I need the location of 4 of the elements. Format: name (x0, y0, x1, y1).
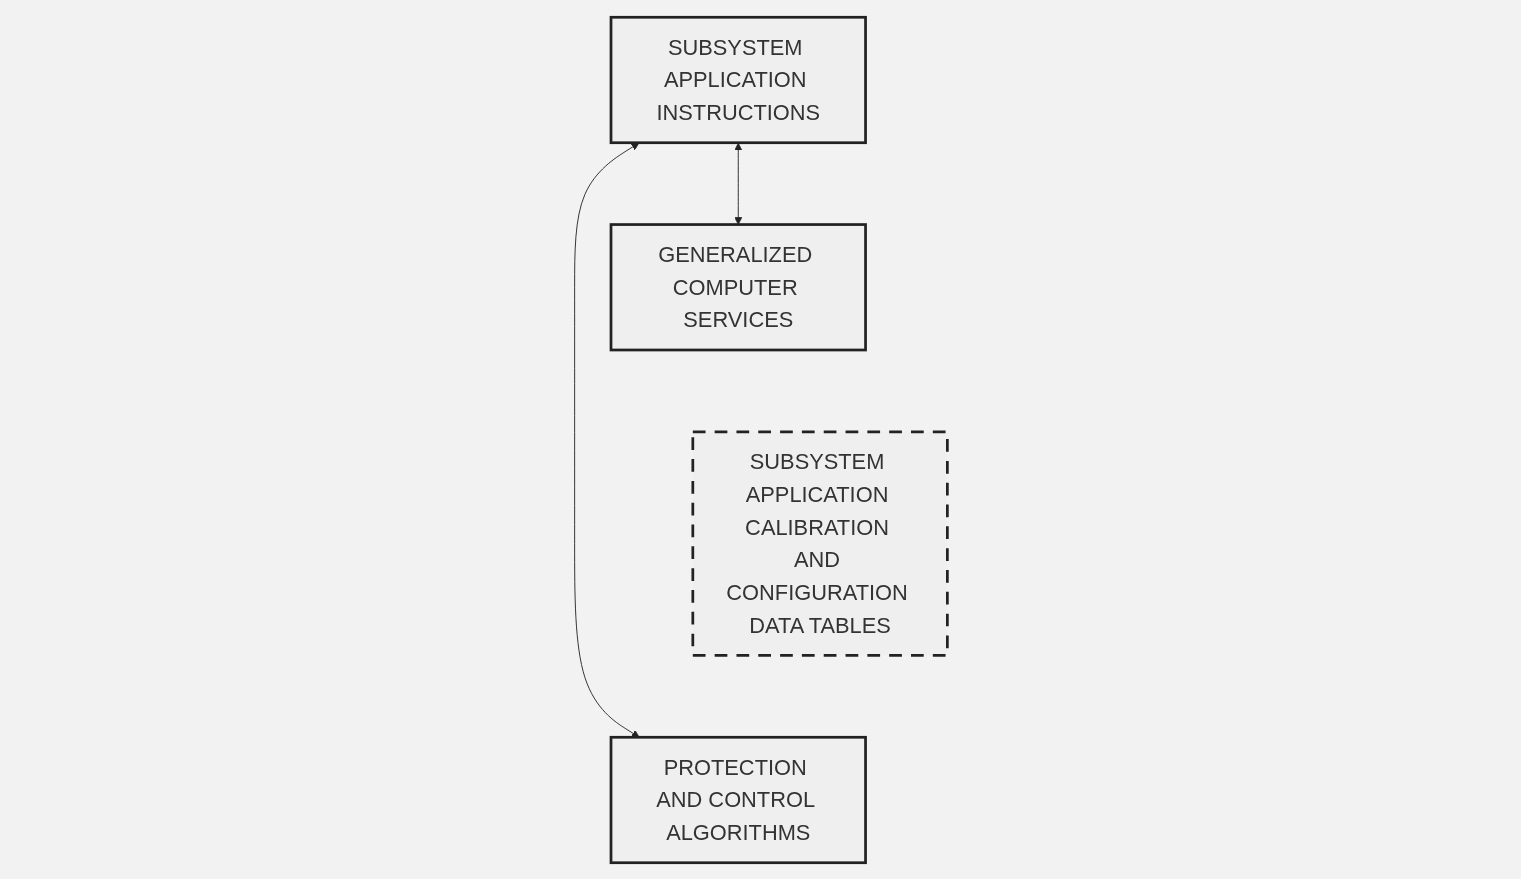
node-box: PROTECTION AND CONTROL ALGORITHMS (609, 735, 867, 864)
node-box: SUBSYSTEM APPLICATION CALIBRATION AND CONFIGURATION DATA TABLES (690, 429, 949, 657)
node-box: GENERALIZED COMPUTER SERVICES (609, 222, 867, 351)
node-box: SUBSYSTEM APPLICATION INSTRUCTIONS (609, 15, 867, 144)
